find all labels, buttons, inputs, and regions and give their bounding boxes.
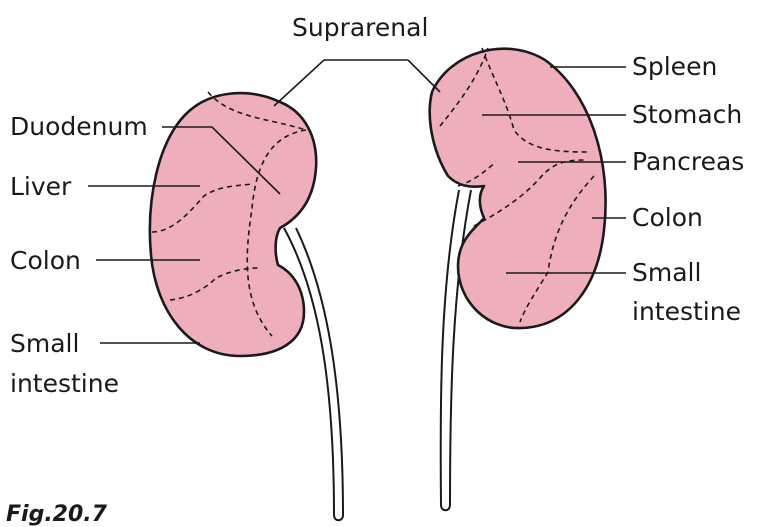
suprarenal-leader-left bbox=[273, 59, 408, 107]
label-right-small: Small bbox=[632, 258, 701, 287]
left-kidney bbox=[148, 91, 318, 358]
figure-caption: Fig.20.7 bbox=[6, 502, 108, 527]
label-pancreas: Pancreas bbox=[632, 147, 744, 176]
right-kidney bbox=[428, 47, 607, 330]
label-duodenum: Duodenum bbox=[10, 112, 148, 141]
label-spleen: Spleen bbox=[632, 52, 717, 81]
label-left-intestine: intestine bbox=[10, 369, 119, 398]
label-right-colon: Colon bbox=[632, 203, 703, 232]
label-liver: Liver bbox=[10, 172, 72, 201]
duodenum-leader bbox=[162, 126, 281, 195]
right-kidney-regions bbox=[439, 47, 595, 323]
suprarenal-leader-right bbox=[407, 59, 441, 93]
label-suprarenal: Suprarenal bbox=[292, 13, 428, 42]
label-left-small: Small bbox=[10, 329, 79, 358]
label-stomach: Stomach bbox=[632, 100, 742, 129]
label-left-colon: Colon bbox=[10, 246, 81, 275]
left-ureter bbox=[283, 227, 345, 522]
left-kidney-regions bbox=[151, 91, 307, 337]
label-right-intestine: intestine bbox=[632, 297, 741, 326]
leader-lines bbox=[88, 59, 626, 344]
right-ureter bbox=[439, 189, 472, 512]
